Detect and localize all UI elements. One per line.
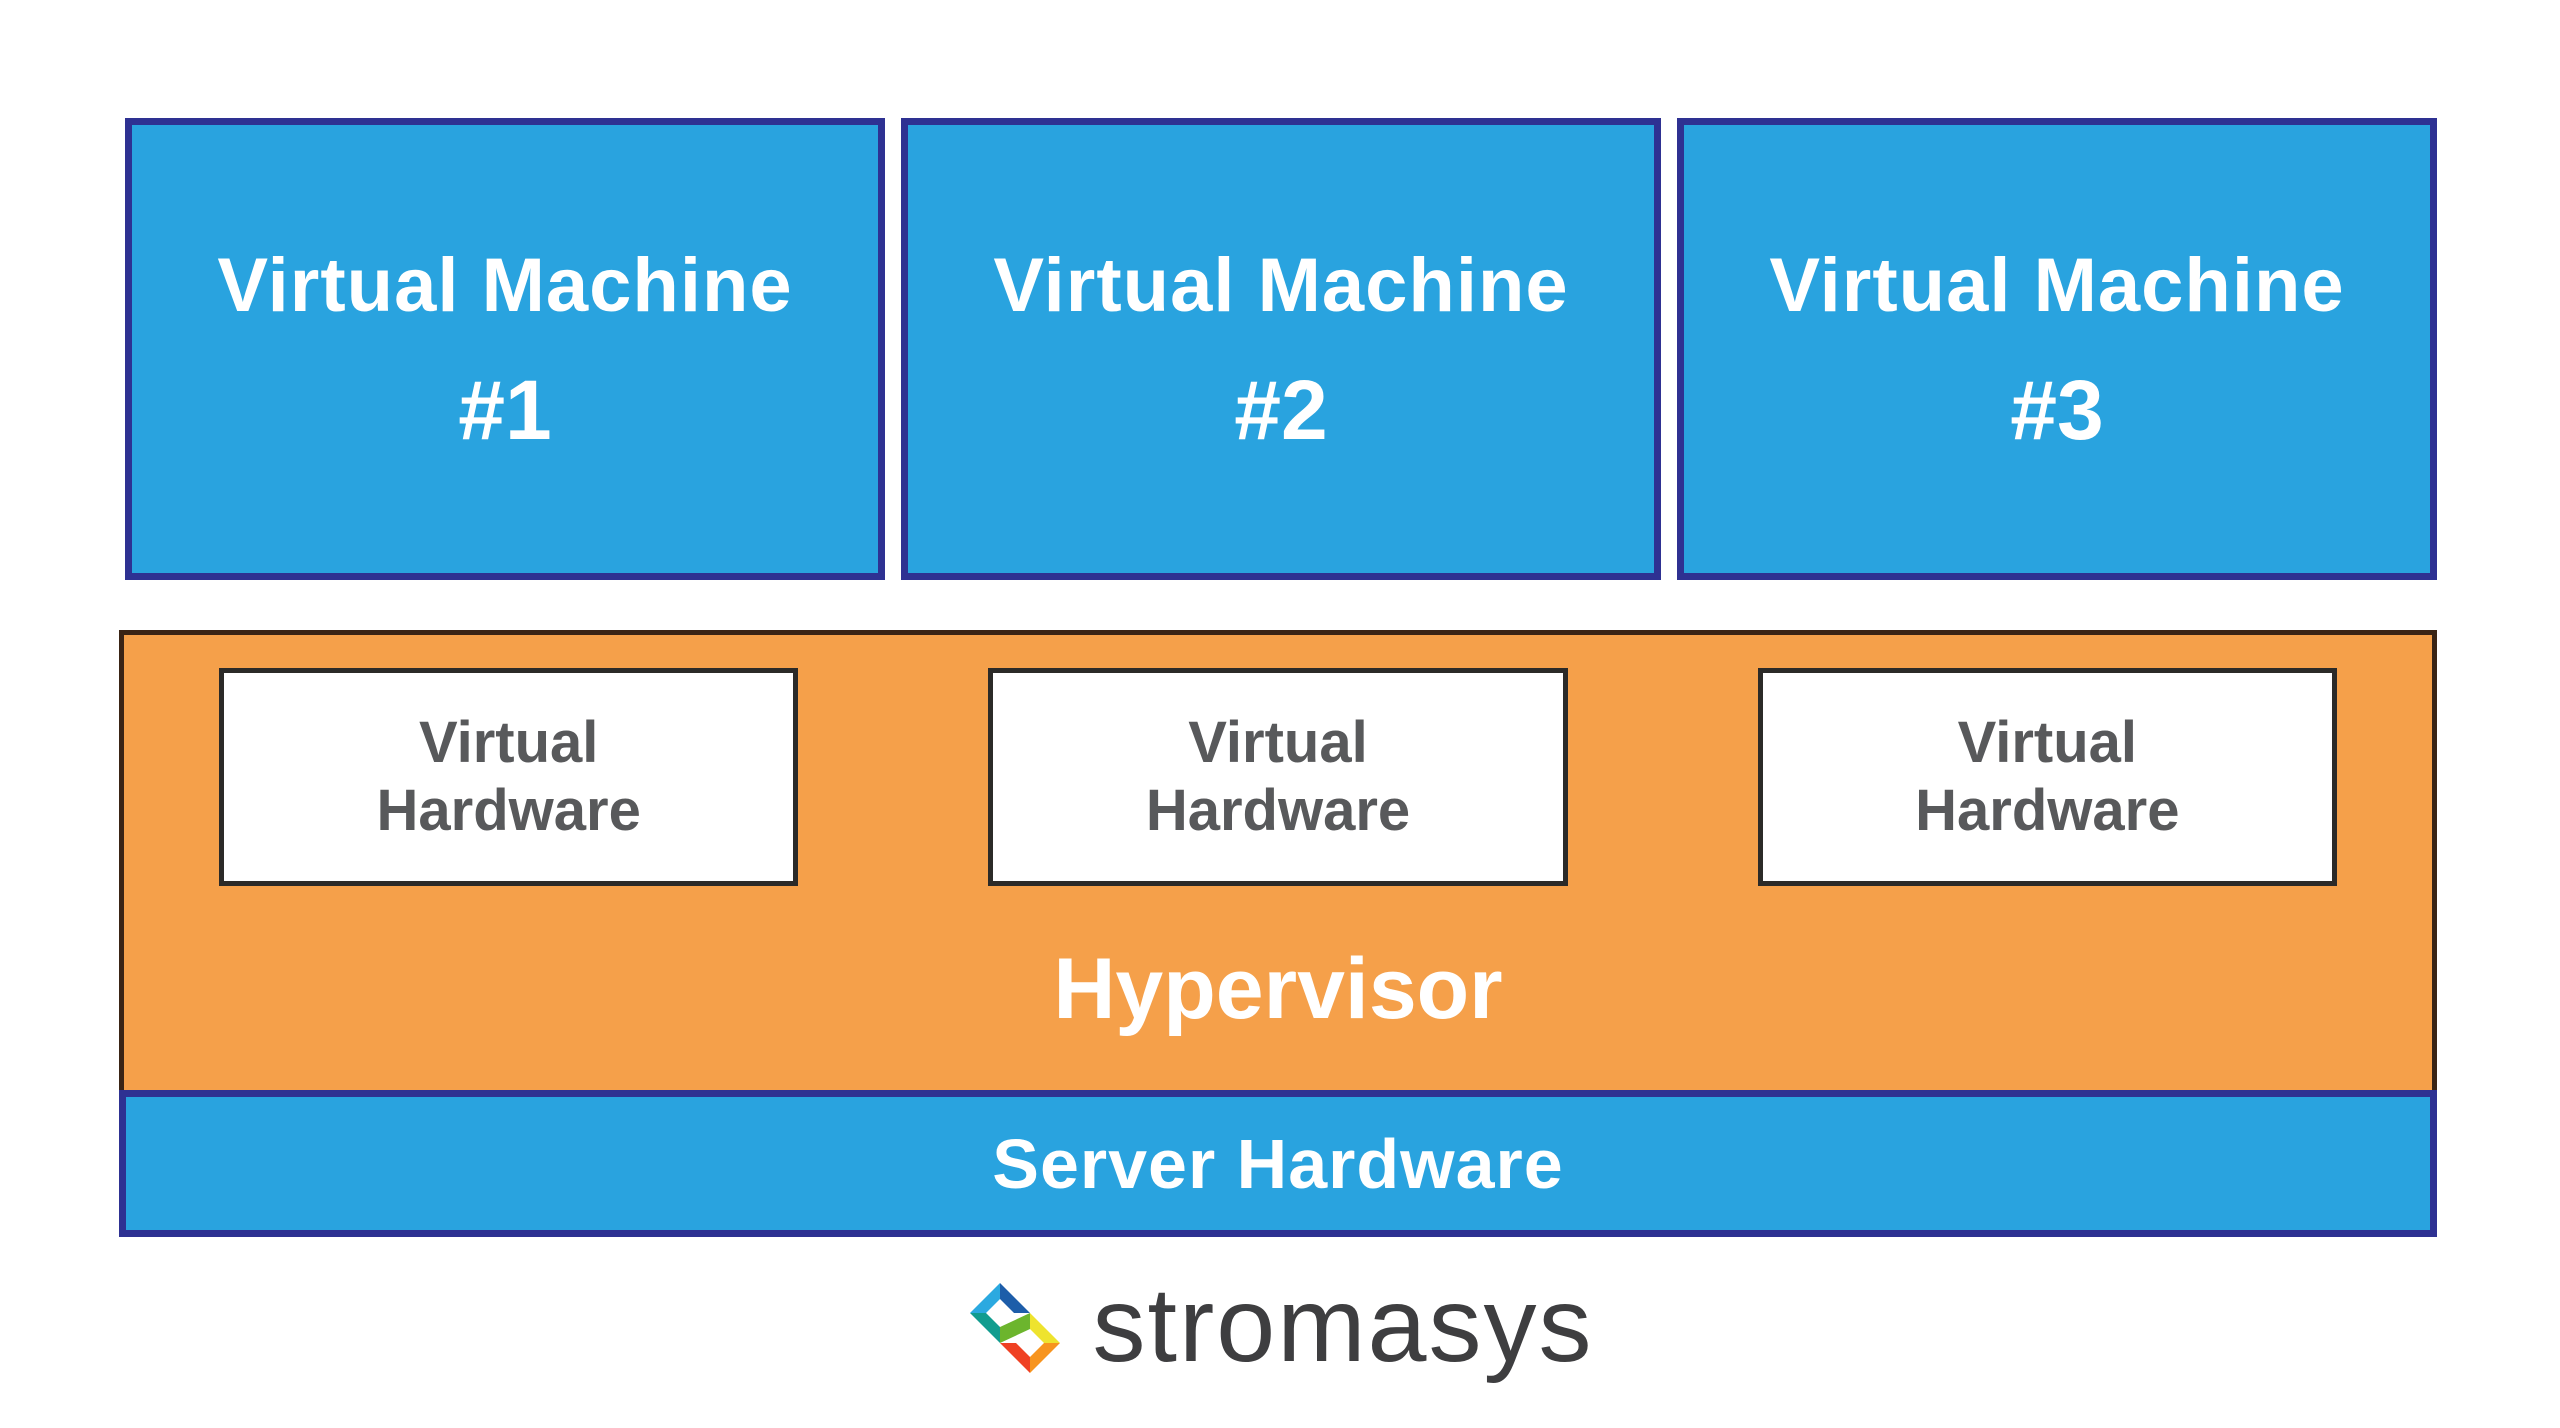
hypervisor-label: Hypervisor — [1053, 941, 1503, 1037]
virtual-machine-1-number: #1 — [458, 362, 552, 457]
virtual-hardware-1-line1: Virtual — [418, 709, 599, 775]
virtual-machine-2-title: Virtual Machine — [993, 243, 1569, 329]
virtual-hardware-2-line2: Hardware — [1145, 778, 1411, 843]
stromasys-logo-icon — [969, 1283, 1060, 1373]
brand-wordmark: stromasys — [1092, 1266, 1594, 1384]
virtual-hardware-1-box: Virtual Hardware — [219, 668, 799, 886]
virtual-hardware-1-line2: Hardware — [376, 778, 641, 843]
virtual-machine-row: Virtual Machine #1 Virtual Machine #2 Vi… — [125, 118, 2437, 580]
virtual-machine-3-number: #3 — [2010, 362, 2104, 457]
virtual-machine-3-title: Virtual Machine — [1769, 243, 2345, 329]
virtual-machine-2-number: #2 — [1234, 362, 1328, 457]
hypervisor-band: Virtual Hardware Virtual Hardware Virtua… — [119, 630, 2437, 1090]
virtual-machine-2-box: Virtual Machine #2 — [901, 118, 1661, 580]
brand-footer: stromasys — [0, 1272, 2560, 1388]
virtual-hardware-row: Virtual Hardware Virtual Hardware Virtua… — [124, 635, 2432, 886]
virtual-machine-1-box: Virtual Machine #1 — [125, 118, 885, 580]
virtual-hardware-3-box: Virtual Hardware — [1757, 668, 2337, 886]
virtual-hardware-2-line1: Virtual — [1188, 709, 1368, 775]
virtual-machine-1-title: Virtual Machine — [217, 243, 793, 329]
server-hardware-band: Server Hardware — [119, 1090, 2437, 1237]
virtual-machine-3-box: Virtual Machine #3 — [1677, 118, 2437, 580]
server-hardware-label: Server Hardware — [992, 1124, 1564, 1203]
virtual-hardware-2-box: Virtual Hardware — [988, 668, 1568, 886]
virtual-hardware-3-line1: Virtual — [1957, 709, 2138, 775]
virtual-hardware-3-line2: Hardware — [1915, 778, 2180, 843]
